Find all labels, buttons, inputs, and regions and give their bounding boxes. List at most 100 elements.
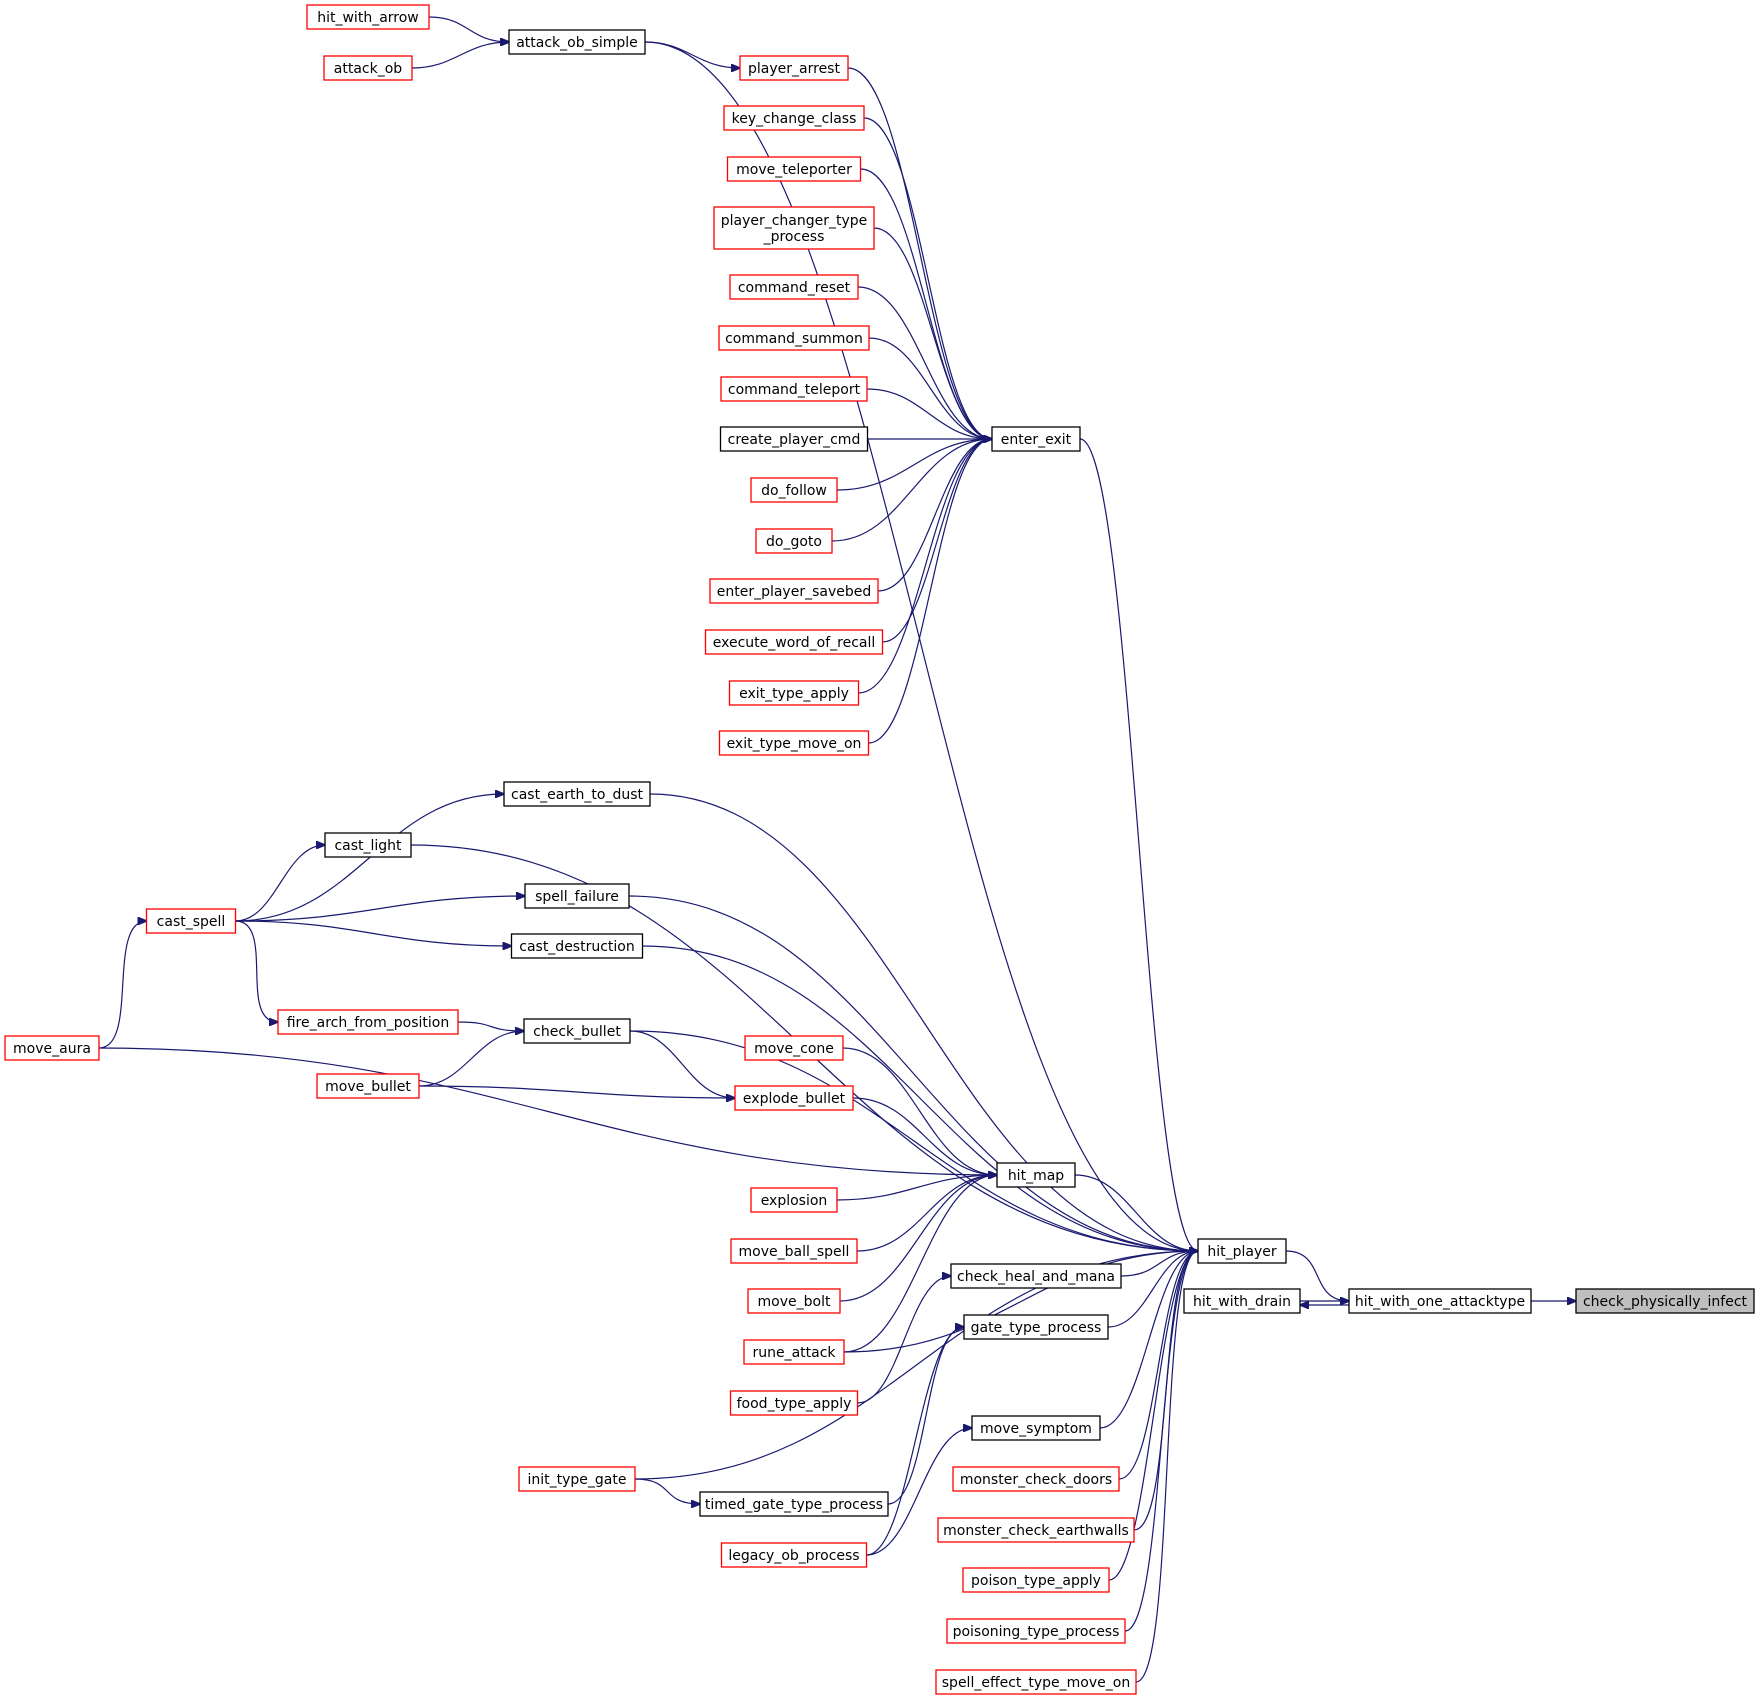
- node-box: [523, 1018, 631, 1044]
- node-spell_failure[interactable]: spell_failure: [524, 883, 630, 909]
- node-check_heal_and_mana[interactable]: check_heal_and_mana: [950, 1263, 1122, 1289]
- node-legacy_ob_process[interactable]: legacy_ob_process: [720, 1542, 868, 1568]
- node-hit_with_drain[interactable]: hit_with_drain: [1183, 1288, 1301, 1314]
- node-label: hit_map: [1008, 1168, 1064, 1184]
- node-attack_ob_simple[interactable]: attack_ob_simple: [508, 29, 646, 55]
- node-label: timed_gate_type_process: [705, 1497, 883, 1513]
- node-label: cast_destruction: [519, 939, 635, 955]
- node-label: move_bolt: [758, 1294, 831, 1310]
- node-gate_type_process[interactable]: gate_type_process: [963, 1314, 1109, 1340]
- node-box: [718, 325, 870, 351]
- edge-command_teleport-to-enter_exit: [866, 388, 992, 439]
- node-enter_player_savebed[interactable]: enter_player_savebed: [709, 578, 879, 604]
- node-hit_player[interactable]: hit_player: [1197, 1238, 1287, 1264]
- node-label: check_bullet: [533, 1024, 621, 1040]
- node-move_bolt[interactable]: move_bolt: [747, 1288, 841, 1314]
- node-box: [316, 1073, 420, 1099]
- node-box: [946, 1618, 1126, 1644]
- edge-command_summon-to-enter_exit: [868, 337, 992, 439]
- node-box: [728, 680, 860, 706]
- node-box: [699, 1491, 889, 1517]
- edge-player_changer_type_process-to-enter_exit: [873, 227, 992, 439]
- node-move_cone[interactable]: move_cone: [744, 1035, 844, 1061]
- node-check_bullet[interactable]: check_bullet: [523, 1018, 631, 1044]
- node-rune_attack[interactable]: rune_attack: [743, 1339, 845, 1365]
- node-food_type_apply[interactable]: food_type_apply: [729, 1390, 859, 1416]
- node-box: [720, 1542, 868, 1568]
- edge-move_bullet-to-check_bullet: [418, 1031, 524, 1087]
- edge-do_follow-to-enter_exit: [836, 439, 992, 491]
- node-label: execute_word_of_recall: [713, 635, 876, 651]
- node-move_teleporter[interactable]: move_teleporter: [726, 156, 862, 182]
- node-label: check_heal_and_mana: [957, 1269, 1115, 1285]
- edge-spell_failure-to-hit_player: [628, 895, 1198, 1251]
- node-label: attack_ob: [334, 61, 403, 77]
- node-box: [971, 1415, 1101, 1441]
- node-enter_exit[interactable]: enter_exit: [991, 426, 1081, 452]
- node-move_ball_spell[interactable]: move_ball_spell: [730, 1238, 858, 1264]
- nodes-layer: hit_with_arrow attack_ob attack_ob_simplep…: [4, 4, 1755, 1695]
- node-hit_with_arrow[interactable]: hit_with_arrow: [306, 4, 430, 30]
- node-command_reset[interactable]: command_reset: [729, 274, 859, 300]
- node-box: [323, 55, 413, 81]
- node-explosion[interactable]: explosion: [750, 1187, 838, 1213]
- node-move_symptom[interactable]: move_symptom: [971, 1415, 1101, 1441]
- node-exit_type_move_on[interactable]: exit_type_move_on: [718, 730, 870, 756]
- edge-move_symptom-to-hit_player: [1099, 1251, 1198, 1429]
- node-hit_map[interactable]: hit_map: [996, 1162, 1076, 1188]
- node-do_follow[interactable]: do_follow: [750, 477, 838, 503]
- node-init_type_gate[interactable]: init_type_gate: [518, 1466, 636, 1492]
- node-box: [962, 1567, 1110, 1593]
- edge-check_bullet-to-hit_player: [629, 1030, 1198, 1251]
- node-box: [744, 1035, 844, 1061]
- node-spell_effect_type_move_on[interactable]: spell_effect_type_move_on: [935, 1669, 1137, 1695]
- edge-move_ball_spell-to-hit_map: [856, 1175, 997, 1252]
- node-box: [996, 1162, 1076, 1188]
- node-box: [1348, 1288, 1532, 1314]
- node-attack_ob[interactable]: attack_ob: [323, 55, 413, 81]
- node-cast_spell[interactable]: cast_spell: [145, 908, 237, 934]
- node-poison_type_apply[interactable]: poison_type_apply: [962, 1567, 1110, 1593]
- node-check_physically_infect[interactable]: check_physically_infect: [1575, 1288, 1755, 1314]
- node-box: [937, 1517, 1135, 1543]
- node-box: [1575, 1288, 1755, 1314]
- node-label: move_bullet: [325, 1079, 411, 1095]
- node-label: exit_type_move_on: [727, 736, 862, 752]
- node-cast_destruction[interactable]: cast_destruction: [510, 933, 644, 959]
- node-label: move_aura: [13, 1041, 91, 1057]
- node-key_change_class[interactable]: key_change_class: [723, 105, 865, 131]
- node-exit_type_apply[interactable]: exit_type_apply: [728, 680, 860, 706]
- node-label: check_physically_infect: [1583, 1294, 1748, 1310]
- node-create_player_cmd[interactable]: create_player_cmd: [719, 426, 869, 452]
- node-do_goto[interactable]: do_goto: [755, 528, 833, 554]
- node-command_summon[interactable]: command_summon: [718, 325, 870, 351]
- edge-cast_spell-to-cast_destruction: [235, 920, 512, 946]
- node-label: spell_failure: [535, 889, 619, 905]
- edge-init_type_gate-to-timed_gate_type_process: [634, 1478, 700, 1504]
- node-label: _process: [763, 229, 825, 245]
- node-explode_bullet[interactable]: explode_bullet: [734, 1085, 854, 1111]
- node-fire_arch_from_position[interactable]: fire_arch_from_position: [277, 1009, 459, 1035]
- node-label: hit_with_drain: [1193, 1294, 1291, 1310]
- node-poisoning_type_process[interactable]: poisoning_type_process: [946, 1618, 1126, 1644]
- node-timed_gate_type_process[interactable]: timed_gate_type_process: [699, 1491, 889, 1517]
- node-execute_word_of_recall[interactable]: execute_word_of_recall: [704, 629, 884, 655]
- node-command_teleport[interactable]: command_teleport: [720, 376, 868, 402]
- node-cast_earth_to_dust[interactable]: cast_earth_to_dust: [503, 781, 651, 807]
- node-player_changer_type_process[interactable]: player_changer_type_process: [713, 206, 875, 250]
- edge-exit_type_apply-to-enter_exit: [858, 439, 993, 694]
- node-box: [750, 477, 838, 503]
- edge-exit_type_move_on-to-enter_exit: [868, 439, 993, 744]
- node-monster_check_earthwalls[interactable]: monster_check_earthwalls: [937, 1517, 1135, 1543]
- node-label: cast_light: [334, 838, 402, 854]
- node-move_aura[interactable]: move_aura: [4, 1035, 100, 1061]
- node-box: [729, 274, 859, 300]
- node-label: poisoning_type_process: [953, 1624, 1120, 1640]
- node-cast_light[interactable]: cast_light: [324, 832, 412, 858]
- node-move_bullet[interactable]: move_bullet: [316, 1073, 420, 1099]
- node-monster_check_doors[interactable]: monster_check_doors: [952, 1466, 1120, 1492]
- node-player_arrest[interactable]: player_arrest: [739, 55, 849, 81]
- edge-move_aura-to-hit_map: [98, 1047, 997, 1175]
- node-hit_with_one_attacktype[interactable]: hit_with_one_attacktype: [1348, 1288, 1532, 1314]
